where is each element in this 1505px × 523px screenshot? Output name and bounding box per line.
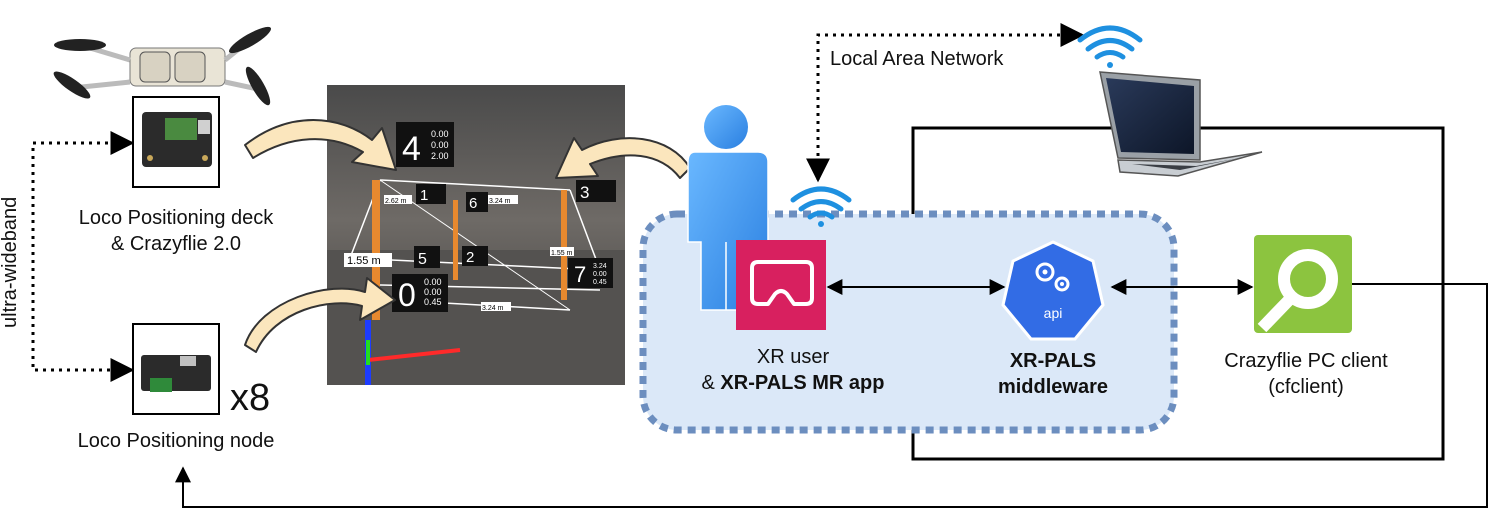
anchor-label-4: 4 0.00 0.00 2.00: [396, 122, 454, 168]
xr-user-label: XR user & XR-PALS MR app: [668, 344, 918, 396]
anchor-label-1: 1: [416, 184, 446, 204]
anchor-label-0: 0 0.00 0.00 0.45: [392, 274, 448, 313]
crazyflie-drone-image: [53, 26, 271, 106]
middleware-label-line1: XR-PALS: [1009, 350, 1097, 372]
lan-dotted-connector: [806, 23, 1085, 183]
node-count-label: x8: [230, 377, 271, 419]
cfclient-label-line1: Crazyflie PC client: [1224, 350, 1388, 372]
svg-text:5: 5: [418, 251, 427, 268]
anchor-label-7: 7 3.24 0.00 0.45: [568, 258, 613, 288]
svg-text:3.24 m: 3.24 m: [489, 198, 511, 205]
anchor-label-6: 6: [466, 192, 488, 212]
vr-headset-icon: [736, 240, 826, 330]
svg-text:0.45: 0.45: [593, 279, 607, 286]
svg-text:0.00: 0.00: [424, 287, 442, 297]
distance-labels: 1.55 m 3.24 m 3.24 m 2.62 m 1.55 m: [344, 195, 574, 312]
loco-node-board: [141, 355, 211, 392]
middleware-label: XR-PALS middleware: [958, 348, 1148, 400]
svg-text:1.55 m: 1.55 m: [551, 250, 573, 257]
anchor-label-5: 5: [414, 246, 440, 268]
svg-text:3.24 m: 3.24 m: [482, 305, 504, 312]
svg-text:0.00: 0.00: [431, 129, 449, 139]
loco-deck-label-line1: Loco Positioning deck: [78, 207, 274, 229]
svg-text:1.55 m: 1.55 m: [347, 255, 381, 267]
api-middleware-icon: api: [1001, 240, 1105, 341]
svg-text:7: 7: [574, 262, 586, 287]
lan-label: Local Area Network: [830, 48, 1004, 70]
wifi-icon-headset: [790, 186, 852, 227]
svg-text:0.00: 0.00: [593, 271, 607, 278]
svg-text:2.62 m: 2.62 m: [385, 198, 407, 205]
overlay-curved-arrows: [244, 119, 691, 353]
svg-text:1: 1: [420, 187, 428, 204]
svg-text:4: 4: [402, 130, 421, 168]
svg-text:2.00: 2.00: [431, 151, 449, 161]
wifi-icon-laptop: [1077, 25, 1143, 68]
loco-deck-label-line2: & Crazyflie 2.0: [110, 233, 242, 255]
cfclient-label-line2: (cfclient): [1268, 376, 1344, 398]
middleware-label-line2: middleware: [997, 376, 1109, 398]
svg-text:0.45: 0.45: [424, 297, 442, 307]
cfclient-label: Crazyflie PC client (cfclient): [1190, 348, 1422, 400]
loco-deck-board: [142, 112, 212, 167]
uwb-dotted-connector: [31, 131, 135, 382]
svg-text:3: 3: [580, 183, 589, 202]
svg-text:2: 2: [466, 249, 474, 266]
loco-deck-label: Loco Positioning deck & Crazyflie 2.0: [45, 205, 307, 257]
cfclient-to-node-line: [175, 283, 1488, 508]
uwb-label: ultra-wideband: [0, 196, 21, 328]
loco-node-label: Loco Positioning node: [77, 430, 275, 452]
laptop-icon: [1099, 71, 1263, 177]
xr-user-label-prefix: &: [701, 372, 721, 394]
xr-user-label-app: XR-PALS MR app: [720, 372, 885, 394]
svg-text:api: api: [1044, 305, 1063, 321]
svg-text:3.24: 3.24: [593, 263, 607, 270]
ar-scene-photo: [327, 85, 625, 385]
anchor-label-3: 3: [576, 180, 616, 202]
svg-text:0.00: 0.00: [431, 140, 449, 150]
svg-text:6: 6: [469, 195, 477, 212]
xr-user-label-line1: XR user: [756, 346, 830, 368]
anchor-label-2: 2: [462, 246, 488, 266]
cfclient-app-icon: [1254, 235, 1352, 333]
xr-user-label-line2: & XR-PALS MR app: [668, 370, 918, 396]
svg-text:0.00: 0.00: [424, 277, 442, 287]
svg-text:0: 0: [398, 277, 416, 313]
